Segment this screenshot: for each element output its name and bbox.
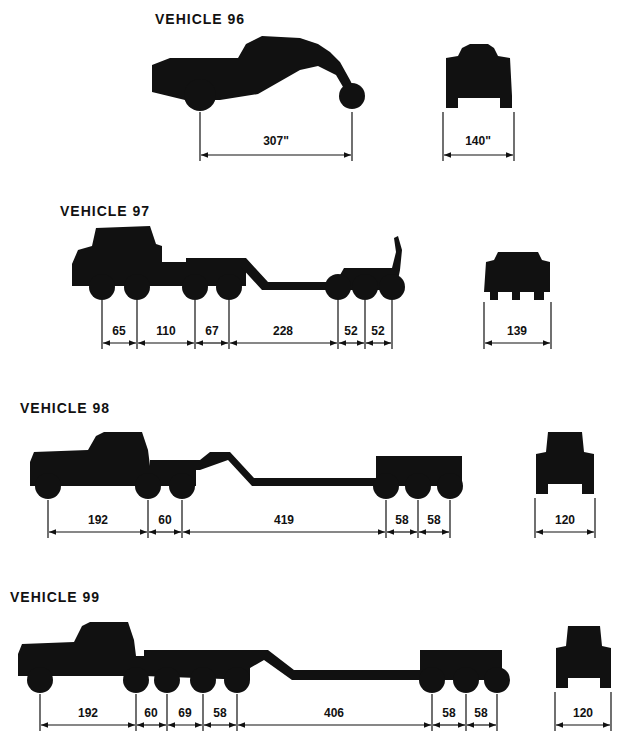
dimension-label: 60 bbox=[143, 707, 158, 719]
extension-line bbox=[181, 500, 182, 538]
extension-line bbox=[166, 694, 167, 731]
extension-line bbox=[483, 302, 484, 349]
dimension-line bbox=[41, 724, 135, 725]
extension-line bbox=[199, 112, 200, 161]
front-view bbox=[446, 44, 512, 108]
extension-line bbox=[101, 300, 102, 349]
dimension-label: 140" bbox=[464, 135, 492, 147]
extension-line bbox=[513, 112, 514, 161]
dimension-label: 419 bbox=[273, 514, 295, 526]
dimension-label: 67 bbox=[204, 325, 219, 337]
dimension-label: 58 bbox=[473, 707, 488, 719]
dimension-label: 58 bbox=[394, 514, 409, 526]
vehicle-title: VEHICLE 96 bbox=[155, 12, 245, 26]
dimension-label: 110 bbox=[155, 325, 176, 337]
dimension-line bbox=[138, 342, 194, 343]
dimension-line bbox=[433, 724, 465, 725]
wheel bbox=[184, 79, 216, 111]
extension-line bbox=[236, 694, 237, 731]
extension-line bbox=[554, 692, 555, 731]
extension-line bbox=[147, 500, 148, 538]
dimension-label: 58 bbox=[212, 707, 227, 719]
dimension-line bbox=[183, 531, 385, 532]
dimension-line bbox=[49, 531, 147, 532]
dimension-label: 307" bbox=[262, 135, 290, 147]
front-view bbox=[536, 432, 594, 494]
dimension-line bbox=[556, 724, 610, 725]
dimension-label: 228 bbox=[272, 325, 294, 337]
extension-line bbox=[496, 694, 497, 731]
dimension-line bbox=[366, 342, 391, 343]
wheel bbox=[339, 83, 365, 109]
dimension-label: 192 bbox=[77, 707, 99, 719]
vehicle-title: VEHICLE 98 bbox=[20, 401, 110, 415]
dimension-label: 69 bbox=[177, 707, 192, 719]
extension-line bbox=[594, 498, 595, 538]
dimension-line bbox=[238, 724, 431, 725]
extension-line bbox=[228, 300, 229, 349]
dimension-label: 52 bbox=[343, 325, 358, 337]
extension-line bbox=[534, 498, 535, 538]
extension-line bbox=[136, 300, 137, 349]
dimension-label: 58 bbox=[441, 707, 456, 719]
dimension-label: 192 bbox=[87, 514, 109, 526]
dimension-label: 120 bbox=[572, 707, 594, 719]
extension-line bbox=[465, 694, 466, 731]
dimension-line bbox=[230, 342, 337, 343]
dimension-label: 406 bbox=[323, 707, 345, 719]
dimension-line bbox=[103, 342, 136, 343]
extension-line bbox=[351, 112, 352, 161]
extension-line bbox=[442, 112, 443, 161]
vehicle-title: VEHICLE 99 bbox=[10, 590, 100, 604]
dimension-line bbox=[201, 154, 351, 155]
dimension-label: 52 bbox=[370, 325, 385, 337]
extension-line bbox=[385, 500, 386, 538]
extension-line bbox=[194, 300, 195, 349]
dimension-line bbox=[387, 531, 417, 532]
dimension-lines bbox=[40, 112, 611, 731]
extension-line bbox=[431, 694, 432, 731]
extension-line bbox=[610, 692, 611, 731]
dimension-line bbox=[485, 342, 550, 343]
front-view bbox=[556, 626, 611, 688]
dimension-line bbox=[137, 724, 166, 725]
dimension-line bbox=[444, 154, 513, 155]
extension-line bbox=[202, 694, 203, 731]
dimension-line bbox=[339, 342, 364, 343]
dimension-line bbox=[168, 724, 202, 725]
extension-line bbox=[39, 694, 40, 731]
dimension-label: 58 bbox=[426, 514, 441, 526]
extension-line bbox=[449, 500, 450, 538]
dimension-label: 139 bbox=[506, 325, 528, 337]
dimension-label: 65 bbox=[111, 325, 126, 337]
dimension-line bbox=[536, 531, 594, 532]
dimension-line bbox=[196, 342, 228, 343]
dimension-line bbox=[204, 724, 236, 725]
dimension-label: 120 bbox=[554, 514, 576, 526]
vehicle-title: VEHICLE 97 bbox=[60, 204, 150, 218]
extension-line bbox=[364, 300, 365, 349]
extension-line bbox=[47, 500, 48, 538]
front-view bbox=[484, 252, 550, 300]
dimension-line bbox=[467, 724, 496, 725]
extension-line bbox=[135, 694, 136, 731]
extension-line bbox=[391, 300, 392, 349]
dimension-line bbox=[149, 531, 181, 532]
dimension-line bbox=[419, 531, 449, 532]
extension-line bbox=[417, 500, 418, 538]
dimension-label: 60 bbox=[157, 514, 172, 526]
extension-line bbox=[550, 302, 551, 349]
scraper-body bbox=[152, 36, 356, 100]
extension-line bbox=[337, 300, 338, 349]
